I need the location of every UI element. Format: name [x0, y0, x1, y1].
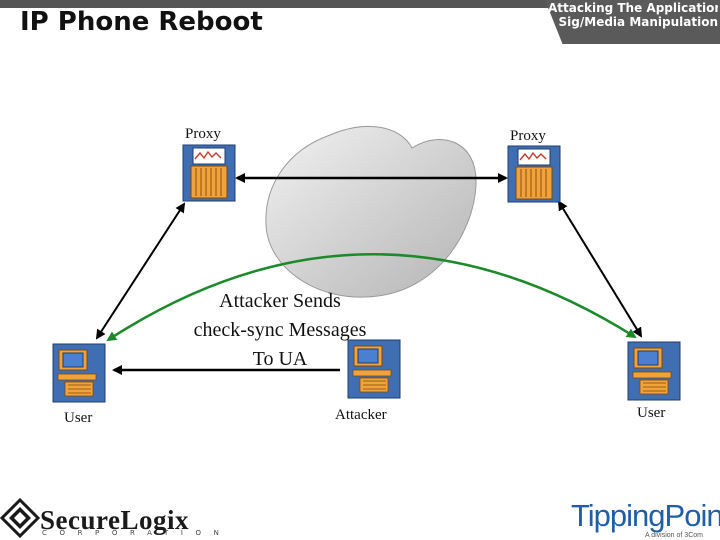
- securelogix-mark-icon: [0, 498, 41, 539]
- user-to-user-green-arc: [106, 253, 637, 342]
- user-right-computer-icon: [627, 341, 681, 401]
- section-title-line2: Sig/Media Manipulation: [558, 15, 718, 29]
- proxy-left-server-icon: [182, 144, 236, 202]
- attacker-label: Attacker: [335, 407, 387, 423]
- user-left-computer-icon: [52, 343, 106, 403]
- header-bar: [0, 0, 720, 8]
- proxy-left-label: Proxy: [185, 126, 221, 142]
- section-title: Attacking The Application Sig/Media Mani…: [548, 1, 718, 29]
- callout-line-2: check-sync Messages: [193, 319, 367, 341]
- proxy-to-user-left-arrow: [95, 202, 186, 340]
- securelogix-corporation: CORPORATION: [42, 529, 232, 537]
- callout-line-1: Attacker Sends: [219, 290, 341, 312]
- tippingpoint-wordmark: TippingPoint: [571, 498, 720, 533]
- proxy-right-label: Proxy: [510, 128, 546, 144]
- user-right-label: User: [637, 405, 666, 421]
- securelogix-wordmark: SecureLogix: [40, 505, 189, 535]
- section-tab: [545, 0, 720, 44]
- user-left-label: User: [64, 410, 93, 426]
- proxy-to-user-right-arrow: [557, 200, 643, 338]
- section-title-line1: Attacking The Application: [548, 1, 718, 15]
- proxy-right-server-icon: [507, 145, 561, 203]
- callout-line-3: To UA: [252, 348, 308, 370]
- securelogix-logo: [0, 498, 41, 539]
- slide-title: IP Phone Reboot: [20, 7, 263, 37]
- tippingpoint-subtitle: A division of 3Com: [645, 532, 703, 539]
- attack-callout: Attacker Sends check-sync Messages To UA: [160, 287, 400, 374]
- network-cloud: [265, 125, 477, 298]
